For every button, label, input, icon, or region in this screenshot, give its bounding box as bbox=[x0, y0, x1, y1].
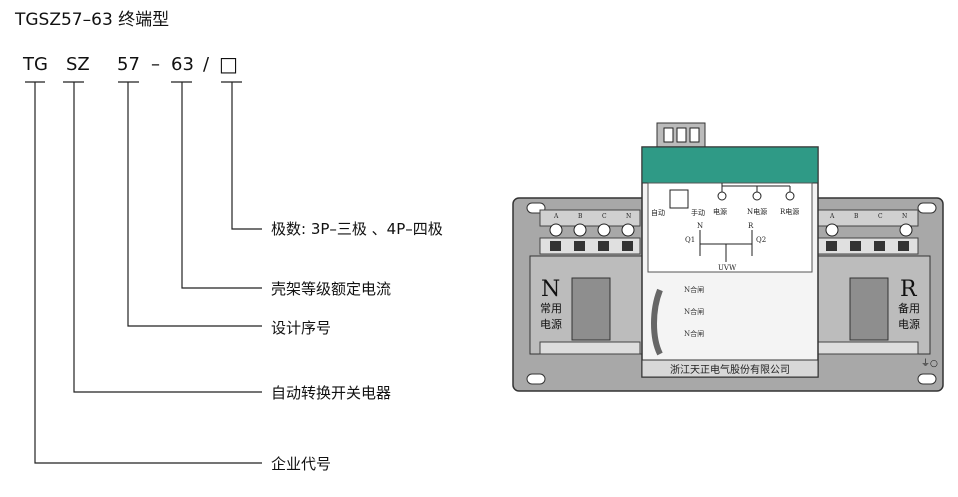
controller-top-band bbox=[641, 146, 819, 184]
left-terminal-strip bbox=[539, 209, 641, 227]
left-source-text-1: 常用 bbox=[540, 302, 562, 315]
leader-company bbox=[25, 81, 262, 464]
code-part-design: 57 bbox=[117, 54, 140, 75]
label-design-number: 设计序号 bbox=[271, 319, 332, 337]
code-dash: – bbox=[151, 54, 160, 75]
svg-text:C: C bbox=[878, 213, 883, 220]
mount-slot-tr bbox=[917, 202, 937, 214]
label-frame-current: 壳架等级额定电流 bbox=[271, 280, 392, 298]
mount-slot-bl bbox=[526, 373, 546, 385]
code-slash: / bbox=[203, 54, 210, 75]
left-source-letter: N bbox=[541, 277, 560, 302]
mount-slot-br bbox=[917, 373, 937, 385]
panel-r-label: R bbox=[748, 222, 754, 230]
nameplate bbox=[641, 359, 819, 378]
mode-button bbox=[669, 189, 689, 209]
code-part-frame: 63 bbox=[171, 54, 194, 75]
breaker-left-handle bbox=[571, 277, 611, 341]
page-title: TGSZ57–63 终端型 bbox=[15, 10, 170, 30]
leader-poles bbox=[221, 81, 262, 230]
btn-auto-label: 自动 bbox=[651, 208, 665, 217]
svg-text:A: A bbox=[553, 213, 559, 220]
lamp-1-label: 电源 bbox=[713, 207, 727, 216]
uvw-label: UVW bbox=[718, 264, 737, 272]
indicator-2: N合闸 bbox=[684, 307, 704, 316]
terminal-screw bbox=[573, 223, 587, 237]
leader-product bbox=[63, 81, 262, 393]
svg-text:N: N bbox=[902, 213, 907, 220]
terminal-screw bbox=[621, 223, 635, 237]
svg-text:N: N bbox=[626, 213, 631, 220]
nameplate-text: 浙江天正电气股份有限公司 bbox=[670, 363, 790, 376]
q2-label: Q2 bbox=[756, 236, 766, 244]
code-part-company: TG bbox=[23, 54, 48, 75]
right-source-text-1: 备用 bbox=[898, 301, 920, 315]
label-product-type: 自动转换开关电器 bbox=[271, 384, 392, 402]
leader-frame bbox=[171, 81, 262, 289]
ground-mark: ⏚○ bbox=[921, 358, 938, 369]
svg-text:C: C bbox=[602, 213, 607, 220]
label-poles: 极数: 3P–三极 、4P–四极 bbox=[271, 220, 443, 238]
handle-slot bbox=[651, 288, 663, 356]
svg-text:B: B bbox=[854, 213, 859, 220]
code-part-product: SZ bbox=[66, 54, 90, 75]
leader-design bbox=[118, 81, 262, 327]
indicator-1: N合闸 bbox=[684, 285, 704, 294]
q1-label: Q1 bbox=[685, 236, 695, 244]
lamp-3-label: R电源 bbox=[780, 207, 799, 216]
svg-text:A: A bbox=[829, 213, 835, 220]
code-box-poles: □ bbox=[219, 52, 238, 76]
indicator-3: N合闸 bbox=[684, 329, 704, 338]
right-source-letter: R bbox=[900, 277, 918, 302]
btn-manual-label: 手动 bbox=[691, 208, 705, 217]
breaker-right-handle bbox=[849, 277, 889, 341]
right-source-text-2: 电源 bbox=[898, 317, 920, 331]
svg-text:B: B bbox=[578, 213, 583, 220]
panel-n-label: N bbox=[697, 222, 703, 230]
lamp-2-label: N电源 bbox=[747, 207, 767, 216]
terminal-screw bbox=[549, 223, 563, 237]
left-source-text-2: 电源 bbox=[540, 317, 562, 331]
label-company-code: 企业代号 bbox=[271, 455, 332, 473]
terminal-screw bbox=[597, 223, 611, 237]
